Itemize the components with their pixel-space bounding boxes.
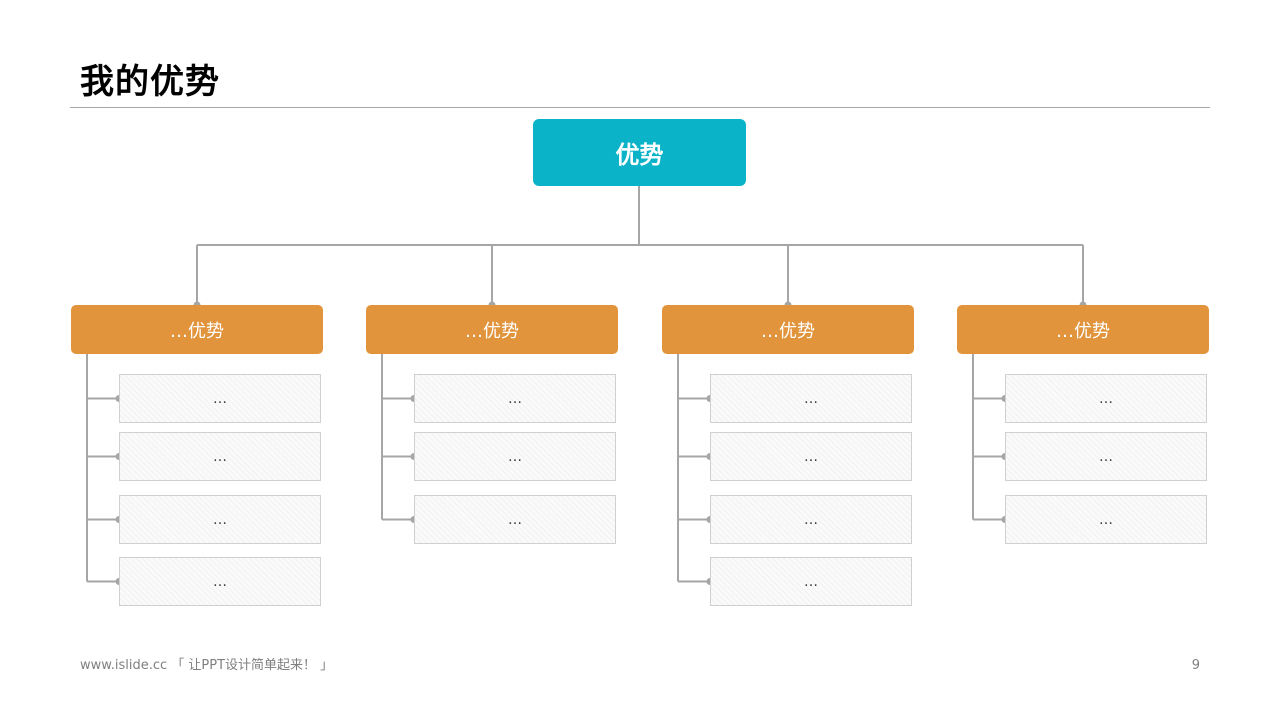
page-number: 9 bbox=[1191, 658, 1200, 673]
branch-node: …优势 bbox=[71, 305, 323, 354]
leaf-node: … bbox=[414, 432, 616, 481]
leaf-node-label: … bbox=[213, 390, 227, 407]
leaf-node: … bbox=[1005, 374, 1207, 423]
leaf-node-label: … bbox=[1099, 390, 1113, 407]
leaf-node-label: … bbox=[508, 511, 522, 528]
branch-node: …优势 bbox=[957, 305, 1209, 354]
title-divider bbox=[70, 107, 1210, 108]
leaf-node: … bbox=[710, 495, 912, 544]
leaf-node-label: … bbox=[213, 448, 227, 465]
leaf-node-label: … bbox=[804, 448, 818, 465]
root-node-label: 优势 bbox=[615, 141, 664, 169]
leaf-node: … bbox=[119, 432, 321, 481]
branch-node-label: …优势 bbox=[1056, 320, 1110, 342]
leaf-node: … bbox=[710, 432, 912, 481]
leaf-node: … bbox=[710, 557, 912, 606]
leaf-node-label: … bbox=[213, 573, 227, 590]
leaf-node-label: … bbox=[508, 390, 522, 407]
branch-node: …优势 bbox=[366, 305, 618, 354]
branch-node-label: …优势 bbox=[465, 320, 519, 342]
leaf-node: … bbox=[414, 374, 616, 423]
branch-node-label: …优势 bbox=[170, 320, 224, 342]
leaf-node-label: … bbox=[213, 511, 227, 528]
leaf-node: … bbox=[1005, 432, 1207, 481]
leaf-node-label: … bbox=[1099, 448, 1113, 465]
leaf-node-label: … bbox=[804, 390, 818, 407]
leaf-node: … bbox=[710, 374, 912, 423]
branch-node: …优势 bbox=[662, 305, 914, 354]
leaf-node: … bbox=[119, 495, 321, 544]
footer-text: www.islide.cc 「 让PPT设计简单起来！ 」 bbox=[80, 658, 334, 673]
leaf-node: … bbox=[119, 374, 321, 423]
leaf-node-label: … bbox=[804, 573, 818, 590]
branch-node-label: …优势 bbox=[761, 320, 815, 342]
page-title: 我的优势 bbox=[80, 62, 220, 102]
leaf-node-label: … bbox=[804, 511, 818, 528]
leaf-node: … bbox=[414, 495, 616, 544]
leaf-node-label: … bbox=[1099, 511, 1113, 528]
root-node: 优势 bbox=[533, 119, 746, 186]
leaf-node-label: … bbox=[508, 448, 522, 465]
leaf-node: … bbox=[119, 557, 321, 606]
leaf-node: … bbox=[1005, 495, 1207, 544]
